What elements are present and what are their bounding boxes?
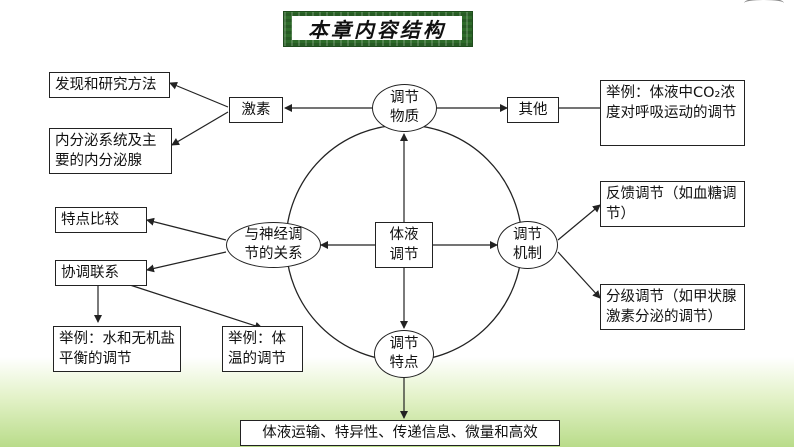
- center-humoral-box: 体液 调节: [375, 222, 433, 268]
- node-regulatory-substance: 调节 物质: [372, 84, 437, 132]
- hormone-box: 激素: [229, 97, 283, 123]
- node-nervous-relation-label: 与神经调 节的关系: [244, 227, 303, 262]
- arrow-left-to-coordination: [146, 251, 227, 273]
- feedback-regulation-box: 反馈调节（如血糖调节）: [600, 181, 745, 227]
- discovery-methods-box: 发现和研究方法: [49, 72, 170, 98]
- characteristics-box: 体液运输、特异性、传递信息、微量和高效: [240, 420, 560, 446]
- center-humoral-label: 体液 调节: [389, 227, 419, 263]
- temperature-example-box: 举例：体温的调节: [222, 326, 303, 372]
- arrow-right-to-graded: [557, 251, 601, 299]
- endocrine-system-box: 内分泌系统及主要的内分泌腺: [49, 128, 172, 174]
- arrow-right-to-feedback: [557, 204, 601, 241]
- other-box: 其他: [507, 97, 559, 123]
- node-regulatory-substance-label: 调节 物质: [390, 90, 419, 125]
- node-regulatory-mechanism-label: 调节 机制: [513, 227, 542, 262]
- graded-regulation-box: 分级调节（如甲状腺激素分泌的调节）: [600, 284, 745, 330]
- arrow-hormone-to-endocrine: [171, 111, 229, 146]
- arrow-hormone-to-discovery: [169, 81, 229, 108]
- node-nervous-relation: 与神经调 节的关系: [226, 222, 321, 268]
- water-salt-example-box: 举例：水和无机盐平衡的调节: [53, 326, 181, 372]
- arrow-coordination-to-temperature: [129, 284, 263, 330]
- node-regulatory-mechanism: 调节 机制: [497, 221, 558, 269]
- node-regulatory-characteristics: 调节 特点: [374, 330, 434, 378]
- coordination-box: 协调联系: [55, 260, 147, 286]
- arrow-left-to-features: [146, 217, 227, 241]
- page-title: 本章内容结构: [292, 16, 462, 42]
- node-regulatory-characteristics-label: 调节 特点: [389, 336, 419, 371]
- features-compare-box: 特点比较: [55, 207, 147, 233]
- co2-example-box: 举例：体液中CO₂浓度对呼吸运动的调节: [600, 80, 745, 146]
